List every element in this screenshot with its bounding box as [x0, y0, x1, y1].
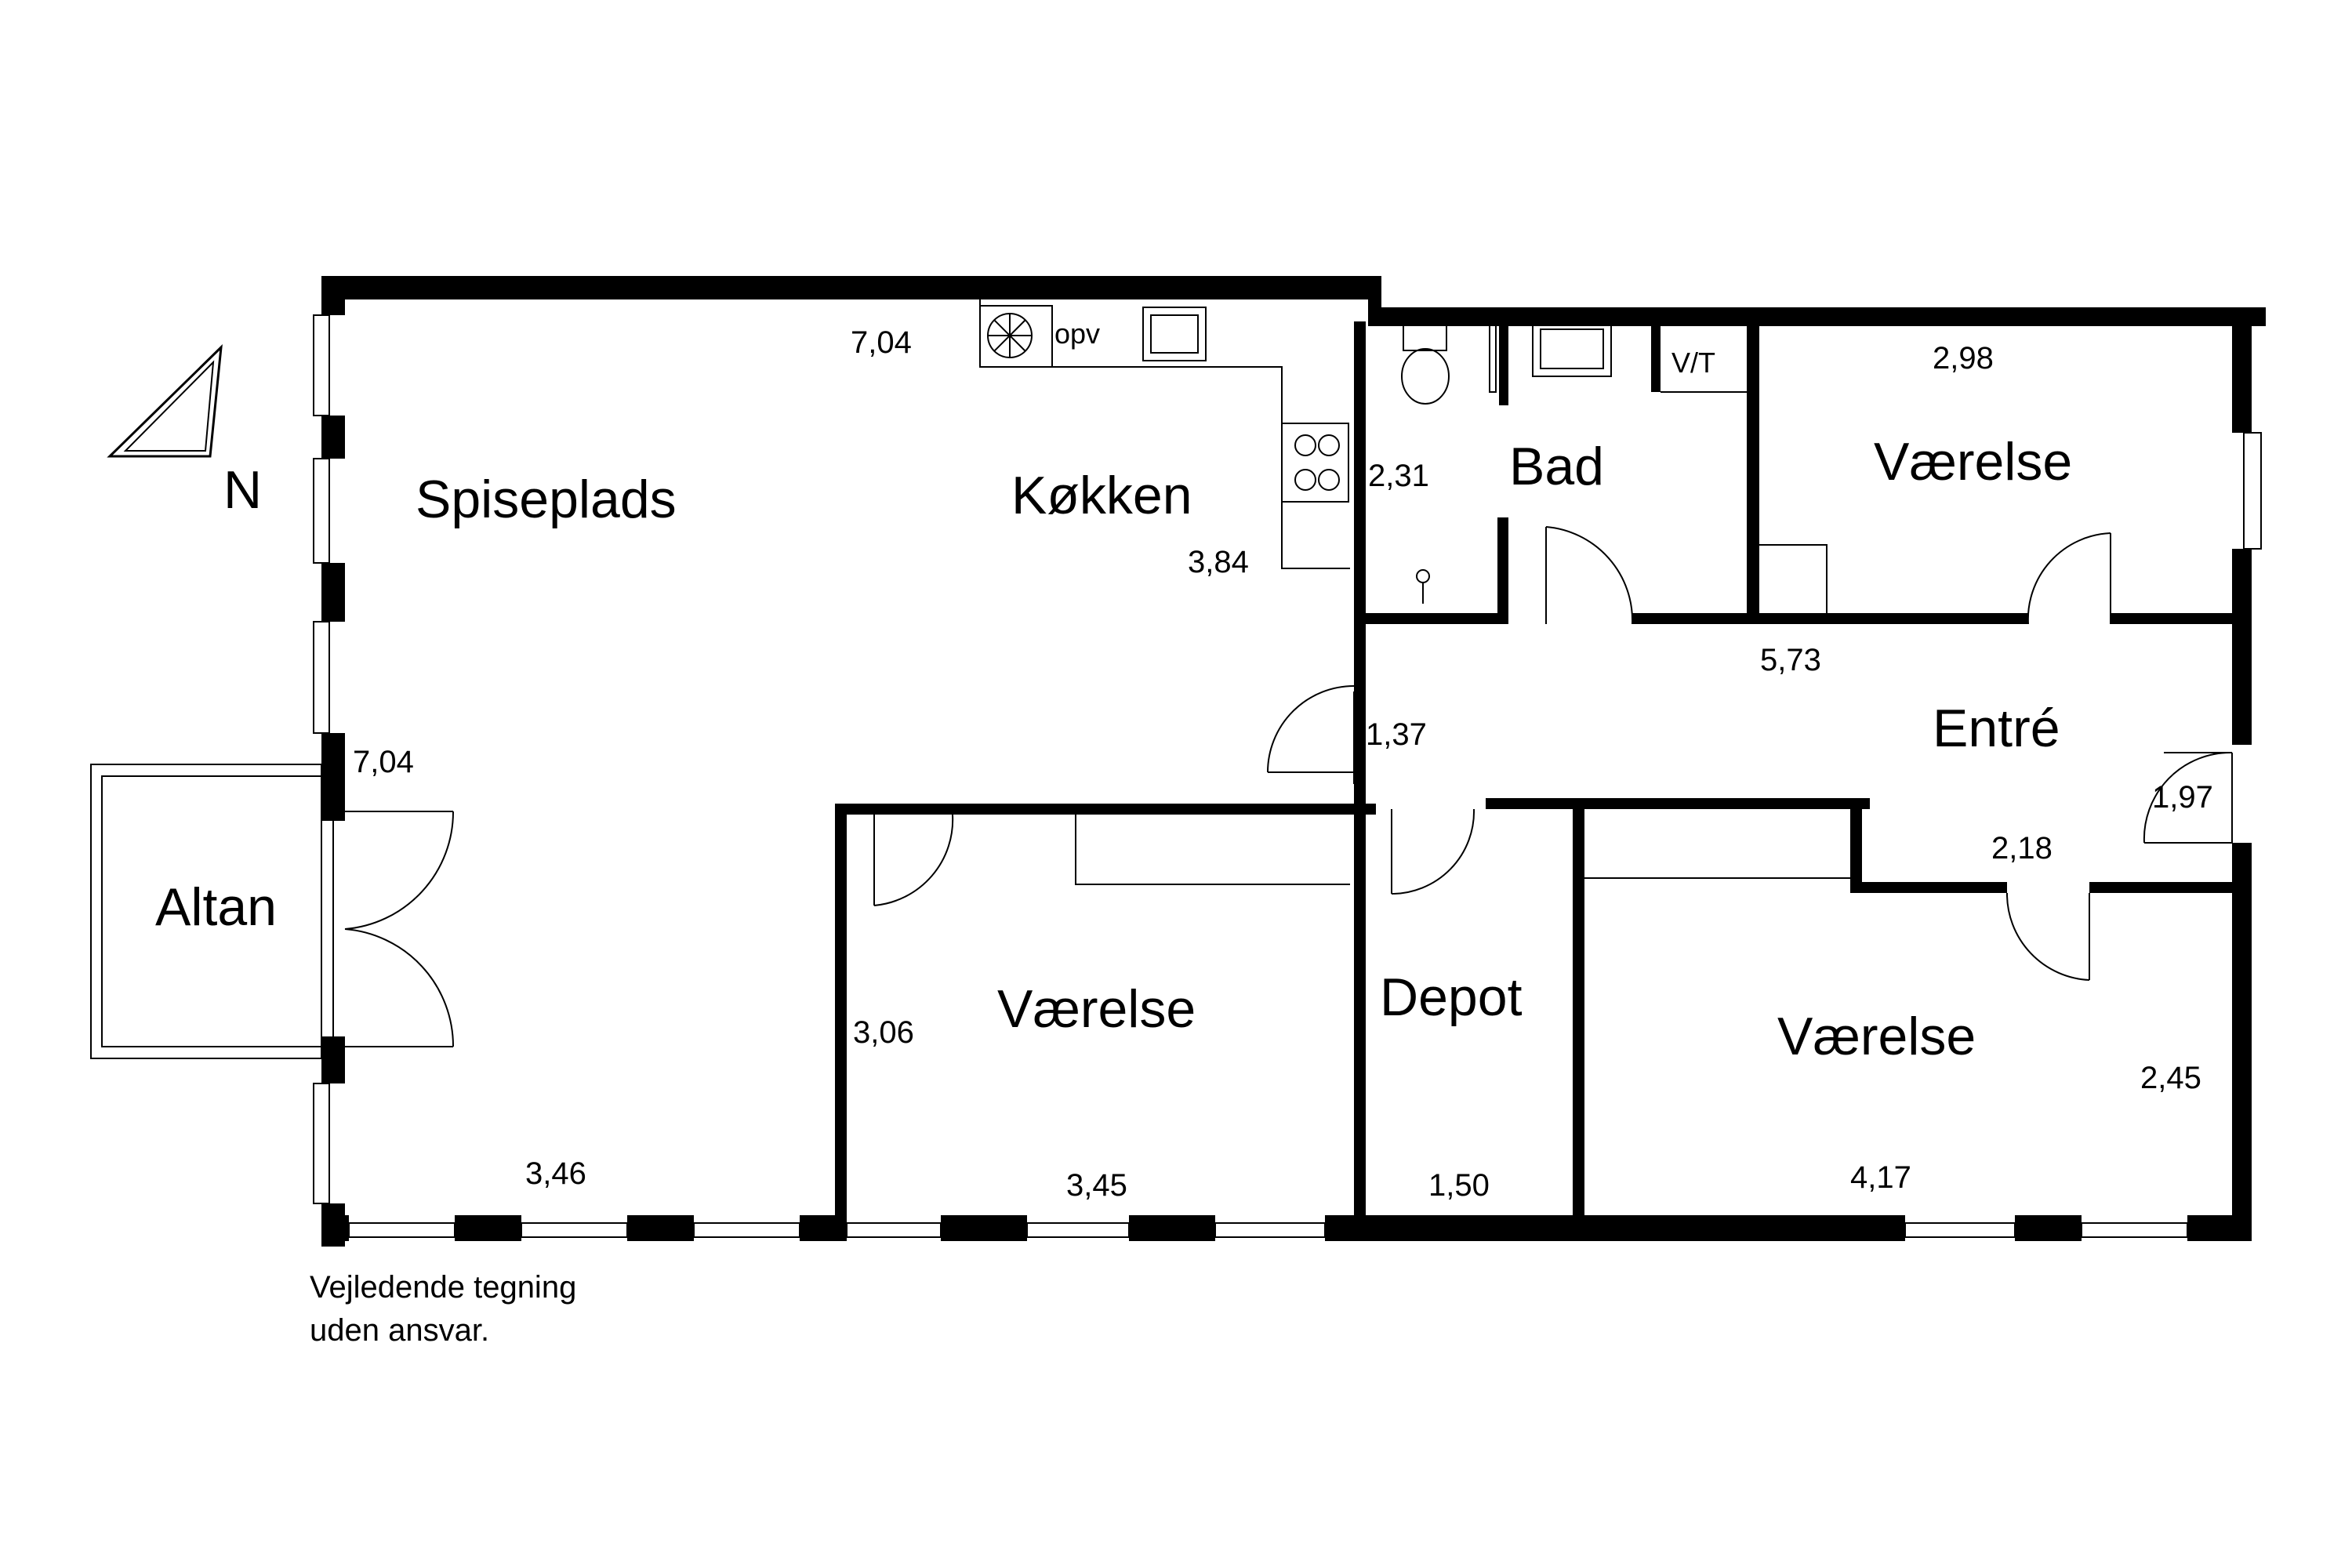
dim-room-se-bottom: 4,17	[1850, 1160, 1911, 1195]
dim-room-ne-top: 2,98	[1933, 341, 1994, 376]
balcony-doors	[332, 811, 455, 1047]
balcony	[90, 764, 322, 1059]
dim-kitchen-side: 3,84	[1188, 545, 1249, 579]
dim-living-bottom: 3,46	[525, 1156, 586, 1191]
dim-hall-top: 5,73	[1760, 643, 1821, 677]
dim-living-left: 7,04	[353, 745, 414, 779]
north-arrow	[107, 344, 223, 458]
room-label-spiseplads: Spiseplads	[416, 470, 677, 529]
opv-label: opv	[1054, 318, 1100, 350]
outer-walls	[321, 276, 2266, 1247]
dim-room-mid-bottom: 3,45	[1066, 1168, 1127, 1203]
dim-hall-left: 1,37	[1366, 717, 1427, 752]
dim-hall-mid: 2,18	[1991, 831, 2053, 866]
room-label-entre: Entré	[1933, 699, 2060, 758]
north-label: N	[223, 460, 262, 520]
windows	[313, 314, 2262, 1238]
interior-walls	[835, 307, 2252, 1223]
room-label-vaerelse-mid: Værelse	[997, 979, 1196, 1039]
dim-bath-side: 2,31	[1368, 459, 1429, 493]
dim-hall-right: 1,97	[2152, 780, 2213, 815]
room-label-bad: Bad	[1509, 437, 1604, 496]
room-label-vaerelse-se: Værelse	[1777, 1007, 1976, 1066]
dim-room-mid-side: 3,06	[853, 1015, 914, 1050]
vt-label: V/T	[1671, 347, 1715, 379]
room-label-depot: Depot	[1380, 967, 1523, 1027]
disclaimer-line-1: Vejledende tegning	[310, 1270, 576, 1305]
room-label-altan: Altan	[155, 877, 277, 937]
room-label-vaerelse-ne: Værelse	[1874, 432, 2072, 492]
dim-depot-bottom: 1,50	[1428, 1168, 1490, 1203]
room-label-kokken: Køkken	[1011, 466, 1192, 525]
doors	[873, 526, 2233, 981]
dim-kitchen-top: 7,04	[851, 325, 912, 360]
fixture-outlines	[979, 299, 1850, 885]
disclaimer-line-2: uden ansvar.	[310, 1313, 489, 1348]
dim-room-se-side: 2,45	[2140, 1061, 2201, 1095]
